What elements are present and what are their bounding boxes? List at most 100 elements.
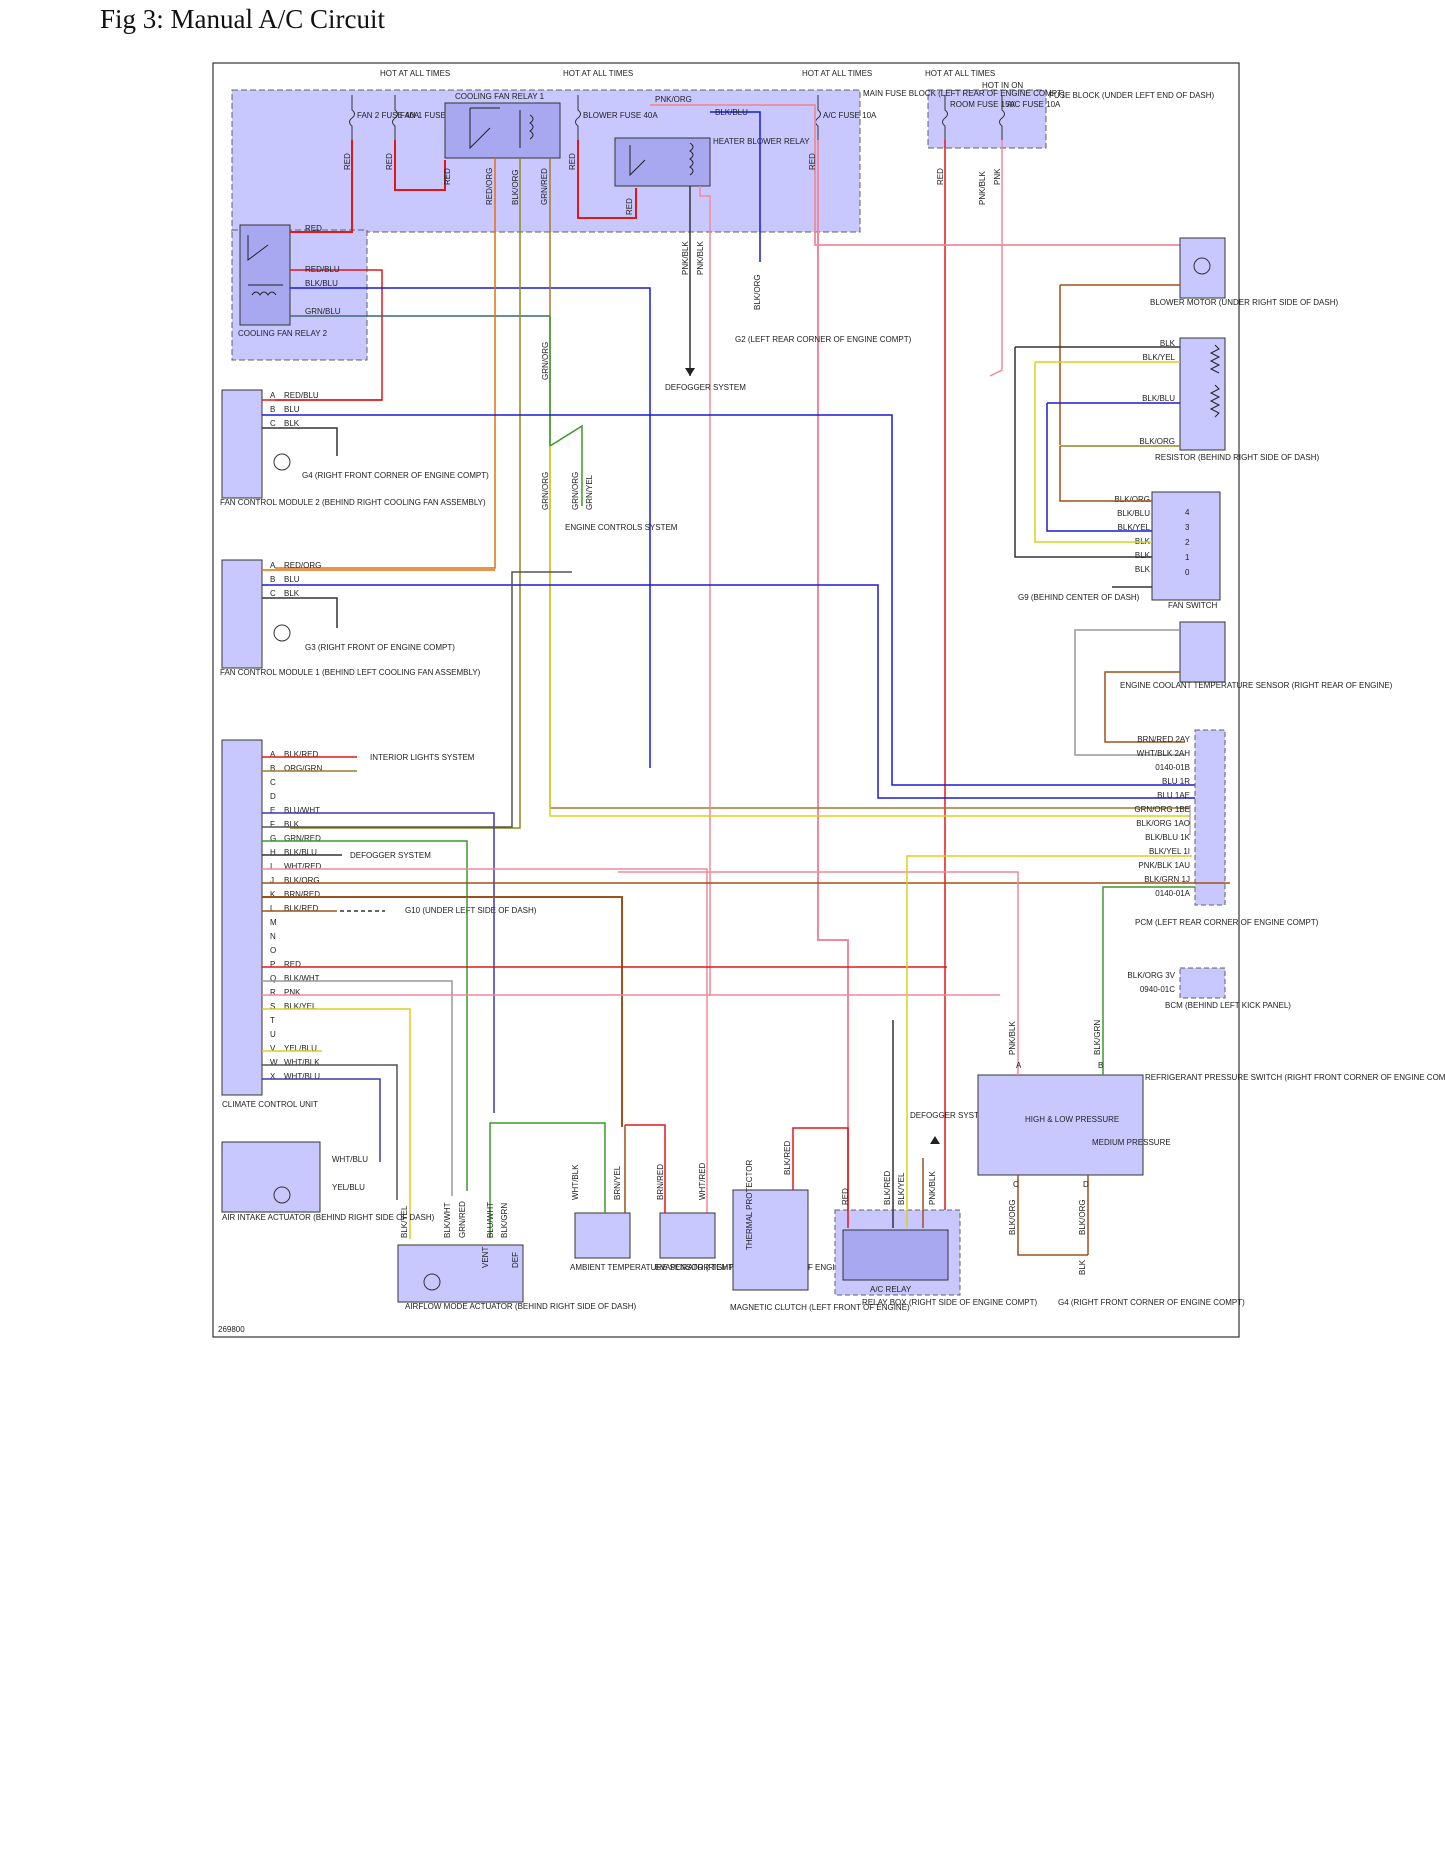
- fcm1-pin-letter: A: [270, 561, 276, 570]
- defogger-arrow-bottom: [930, 1136, 940, 1144]
- fcm2-pin-wire: BLK: [284, 419, 300, 428]
- diagram-frame: [212, 62, 1240, 1338]
- svg-text:RED: RED: [625, 198, 634, 215]
- svg-text:GRN/RED: GRN/RED: [540, 168, 549, 205]
- ccu-pin-letter: I: [270, 862, 272, 871]
- ccu-pin-wire: BLK/YEL: [284, 1002, 317, 1011]
- g2-label: G2 (LEFT REAR CORNER OF ENGINE COMPT): [735, 335, 912, 344]
- svg-text:GRN/ORG: GRN/ORG: [541, 472, 550, 510]
- svg-text:RED: RED: [841, 1188, 850, 1205]
- fan-switch-wire: BLK: [1135, 565, 1151, 574]
- ccu-pin-letter: D: [270, 792, 276, 801]
- ccu-pin-letter: C: [270, 778, 276, 787]
- ccu-pin-wire: ORG/GRN: [284, 764, 322, 773]
- fcm1-pin-wire: BLU: [284, 575, 300, 584]
- fcm2-pin-wire: BLU: [284, 405, 300, 414]
- ccu-pin-wire: WHT/BLU: [284, 1072, 320, 1081]
- ccu-wires: [262, 571, 1230, 1249]
- ccu-pin-letter: H: [270, 848, 276, 857]
- blower-motor-label: BLOWER MOTOR (UNDER RIGHT SIDE OF DASH): [1150, 298, 1338, 307]
- svg-text:PNK: PNK: [993, 168, 1002, 185]
- svg-text:BLK/BLU: BLK/BLU: [715, 108, 748, 117]
- yel-blu-label: YEL/BLU: [332, 1183, 365, 1192]
- pcm-pin: 0140-01A: [1155, 889, 1190, 898]
- fcm2-pin-wire: RED/BLU: [284, 391, 319, 400]
- defogger-label-ccu: DEFOGGER SYSTEM: [350, 851, 431, 860]
- blower-motor: [1179, 237, 1226, 299]
- defogger-label-top: DEFOGGER SYSTEM: [665, 383, 746, 392]
- svg-text:BRN/RED: BRN/RED: [656, 1164, 665, 1200]
- ccu-pin-letter: P: [270, 960, 275, 969]
- fcm2-pin-letter: A: [270, 391, 276, 400]
- svg-text:PNK/BLK: PNK/BLK: [696, 241, 705, 275]
- svg-text:B: B: [1098, 1061, 1103, 1070]
- pcm-pin: BLK/ORG 1AO: [1136, 819, 1190, 828]
- ccu-pin-letter: G: [270, 834, 276, 843]
- airflow-motor-icon: [423, 1273, 441, 1291]
- pcm-pin: 0140-01B: [1155, 763, 1190, 772]
- ccu-pin-letter: K: [270, 890, 276, 899]
- fan-switch-position: 4: [1185, 508, 1190, 517]
- relay-box-label: RELAY BOX (RIGHT SIDE OF ENGINE COMPT): [862, 1298, 1037, 1307]
- svg-text:RED: RED: [305, 224, 322, 233]
- svg-text:BLK: BLK: [1078, 1259, 1087, 1275]
- fcm1-label: FAN CONTROL MODULE 1 (BEHIND LEFT COOLIN…: [220, 668, 481, 677]
- diagram-id: 269800: [218, 1325, 245, 1334]
- svg-text:RED/BLU: RED/BLU: [305, 265, 340, 274]
- ccu-pin-letter: W: [270, 1058, 278, 1067]
- svg-text:C: C: [1013, 1180, 1019, 1189]
- pcm-pin: BLU 1AE: [1157, 791, 1190, 800]
- svg-text:RED: RED: [808, 153, 817, 170]
- ccu-label: CLIMATE CONTROL UNIT: [222, 1100, 318, 1109]
- ccu-pin-letter: O: [270, 946, 276, 955]
- svg-text:A: A: [1016, 1061, 1022, 1070]
- heater-blower-relay-label: HEATER BLOWER RELAY: [713, 137, 810, 146]
- pcm-label: PCM (LEFT REAR CORNER OF ENGINE COMPT): [1135, 918, 1319, 927]
- fan-switch-label: FAN SWITCH: [1168, 601, 1218, 610]
- fcm1-pin-wire: RED/ORG: [284, 561, 321, 570]
- fcm1-pin-letter: C: [270, 589, 276, 598]
- svg-text:PNK/BLK: PNK/BLK: [681, 241, 690, 275]
- svg-text:RED: RED: [443, 168, 452, 185]
- vent-label: VENT: [481, 1247, 490, 1268]
- g3-label: G3 (RIGHT FRONT OF ENGINE COMPT): [305, 643, 455, 652]
- wires-top: [275, 104, 1205, 1230]
- bcm: [1179, 967, 1226, 999]
- fuse-symbols: [349, 95, 1005, 142]
- svg-text:GRN/RED: GRN/RED: [458, 1201, 467, 1238]
- svg-text:BLK/ORG: BLK/ORG: [511, 169, 520, 205]
- svg-text:BLK/GRN: BLK/GRN: [500, 1203, 509, 1238]
- svg-text:BLK/RED: BLK/RED: [883, 1171, 892, 1205]
- ccu-pin-wire: BLK: [284, 820, 300, 829]
- climate-control-unit: [221, 739, 263, 1096]
- dash-fuse-block-label: FUSE BLOCK (UNDER LEFT END OF DASH): [1049, 91, 1215, 100]
- hot-label-1: HOT AT ALL TIMES: [380, 69, 450, 78]
- svg-text:BLK/YEL: BLK/YEL: [400, 1205, 409, 1238]
- airflow-mode-label: AIRFLOW MODE ACTUATOR (BEHIND RIGHT SIDE…: [405, 1302, 636, 1311]
- ccu-pin-wire: WHT/BLK: [284, 1058, 320, 1067]
- svg-text:RED: RED: [568, 153, 577, 170]
- bcm-label: BCM (BEHIND LEFT KICK PANEL): [1165, 1001, 1291, 1010]
- relay2-contact: [247, 235, 283, 296]
- svg-text:BLK/RED: BLK/RED: [783, 1141, 792, 1175]
- resistor-label: RESISTOR (BEHIND RIGHT SIDE OF DASH): [1155, 453, 1320, 462]
- top-wire-labels: RED RED RED RED/ORG BLK/ORG GRN/RED RED …: [305, 95, 1002, 510]
- engine-controls-label: ENGINE CONTROLS SYSTEM: [565, 523, 678, 532]
- resistor-wire: BLK/BLU: [1142, 394, 1175, 403]
- svg-text:BLK/GRN: BLK/GRN: [1093, 1020, 1102, 1055]
- ccu-pin-letter: V: [270, 1044, 276, 1053]
- svg-text:PNK/BLK: PNK/BLK: [978, 171, 987, 205]
- svg-text:GRN/BLU: GRN/BLU: [305, 307, 341, 316]
- svg-text:RED: RED: [385, 153, 394, 170]
- pcm-pin: WHT/BLK 2AH: [1137, 749, 1191, 758]
- bottom-wire-labels: BLK/YEL BLK/WHT GRN/RED BLU/WHT BLK/GRN …: [400, 1020, 1103, 1275]
- svg-text:BLK/BLU: BLK/BLU: [305, 279, 338, 288]
- ccu-pin-letter: R: [270, 988, 276, 997]
- g4-bottom-label: G4 (RIGHT FRONT CORNER OF ENGINE COMPT): [1058, 1298, 1245, 1307]
- def-label: DEF: [511, 1252, 520, 1268]
- pcm-pin: BRN/RED 2AY: [1137, 735, 1190, 744]
- ccu-pin-wire: BLU/WHT: [284, 806, 320, 815]
